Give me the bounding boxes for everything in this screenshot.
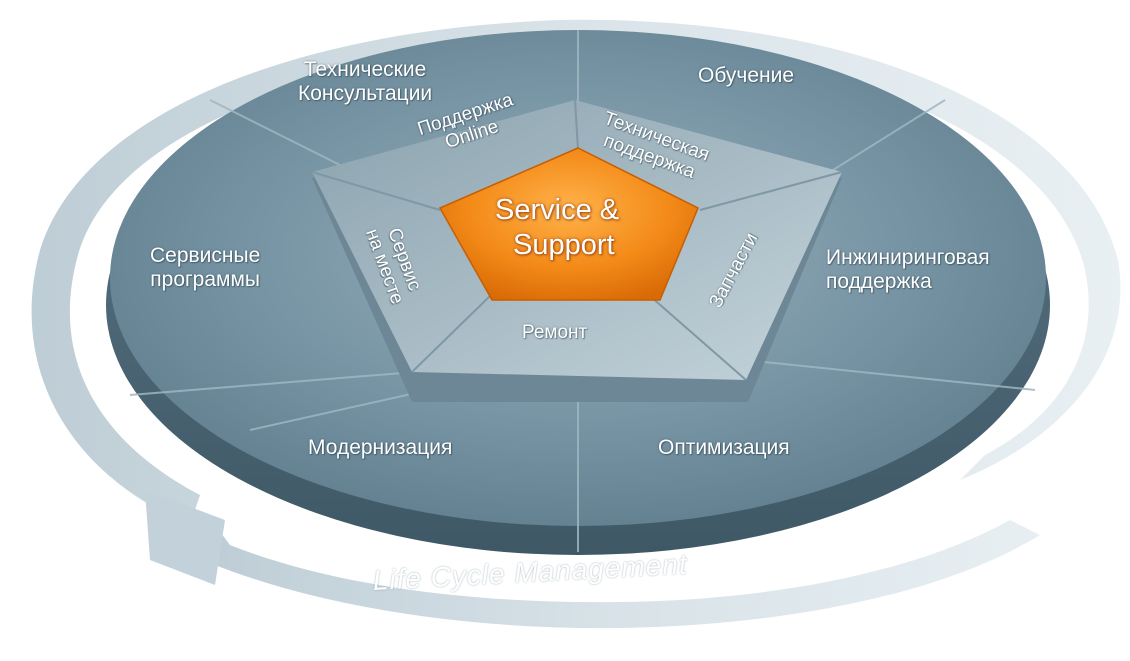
label-service-programs: Сервисные программы <box>150 244 261 291</box>
center-pentagon <box>438 147 699 301</box>
lifecycle-ring-bottom <box>155 520 1040 629</box>
label-optimization: Оптимизация <box>658 436 790 459</box>
label-engineering-support: Инжиниринговая поддержка <box>826 246 990 293</box>
label-training: Обучение <box>698 64 795 87</box>
pentagon-frame-edges <box>311 99 843 381</box>
ring-arrow-tail <box>145 490 225 585</box>
sector-dividers <box>129 30 1036 552</box>
center-title-line1: Service & <box>495 194 620 226</box>
label-repair: Ремонт <box>522 322 588 343</box>
lifecycle-ring <box>31 19 1121 525</box>
label-modernization: Модернизация <box>308 436 453 459</box>
center-title-line2: Support <box>513 229 615 261</box>
label-technical-consulting: Технические Консультации <box>298 58 433 105</box>
